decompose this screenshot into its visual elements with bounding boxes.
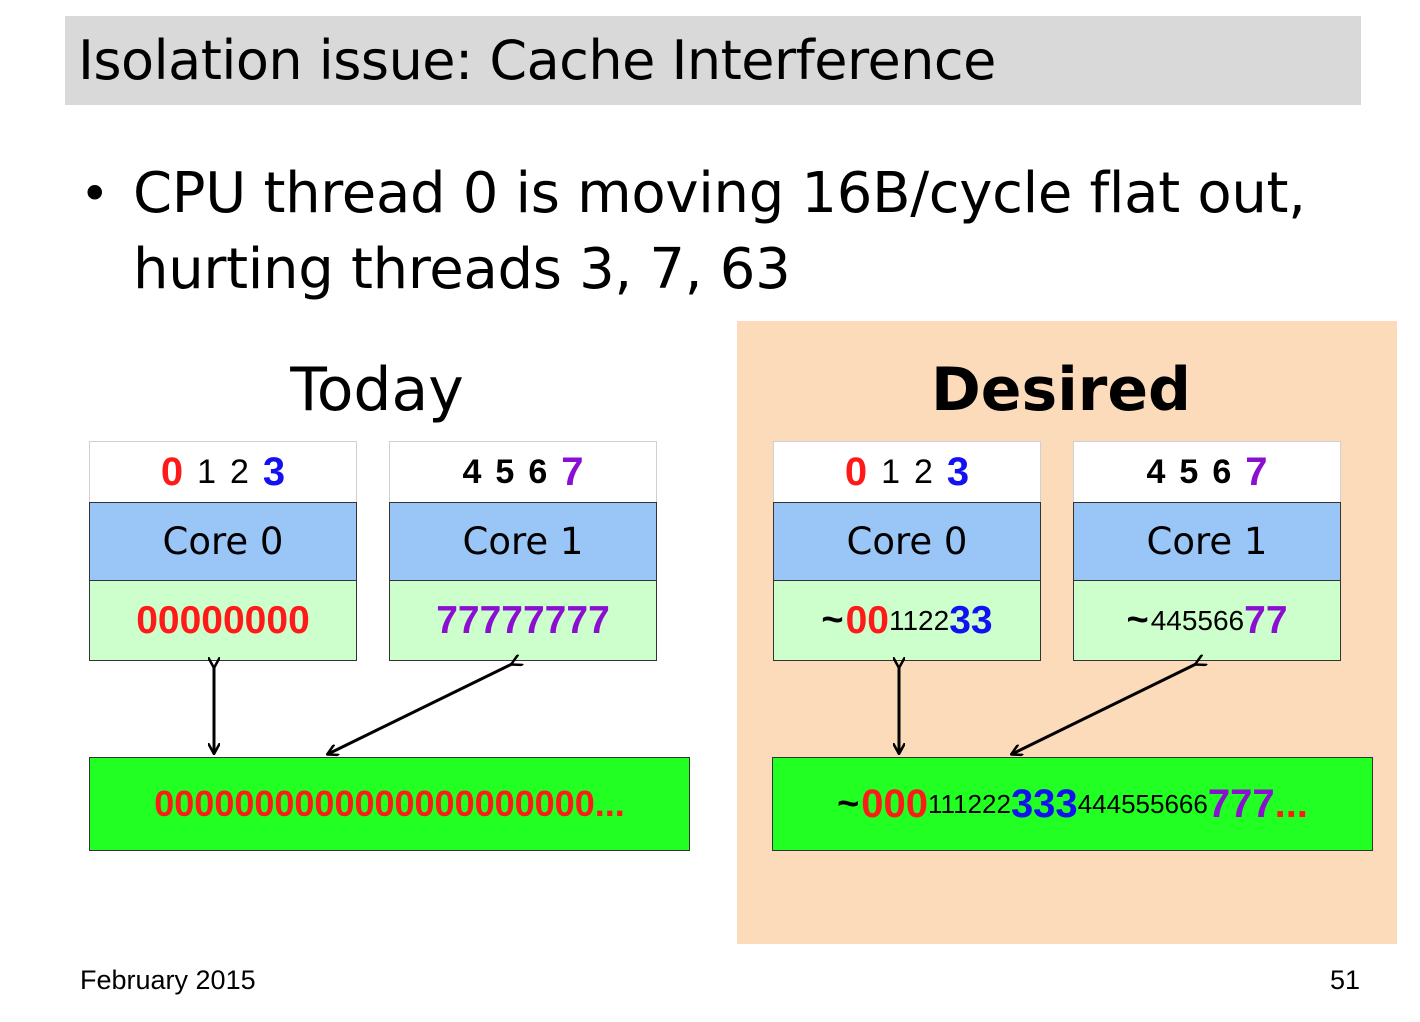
- today-shared-cache: 0000000000000000000000...: [89, 757, 690, 851]
- today-core1-to-shared-arrow: [328, 664, 512, 754]
- cache-thread0-lines: 00: [845, 598, 889, 642]
- thread-1-label: 1: [197, 452, 216, 491]
- footer-date: February 2015: [80, 965, 256, 995]
- thread-5-label: 5: [495, 452, 515, 491]
- shared-thread0-lines: 000: [861, 781, 929, 826]
- desired-heading: Desired: [930, 355, 1191, 425]
- desired-core0-label: Core 0: [773, 502, 1041, 581]
- shared-thread4-6-lines: 444555666: [1077, 788, 1208, 819]
- cache-tilde: ~: [1126, 599, 1149, 641]
- desired-core1-label: Core 1: [1073, 502, 1341, 581]
- desired-core0-threads: 0 1 2 3: [773, 441, 1041, 502]
- cache-thread4-6-lines: 445566: [1150, 604, 1245, 636]
- today-core1-card: 4 5 6 7 Core 1 77777777: [389, 441, 657, 661]
- cache-tilde: ~: [837, 782, 860, 825]
- desired-core1-to-shared-arrow: [1012, 664, 1196, 754]
- shared-thread3-lines: 333: [1010, 781, 1078, 826]
- today-core0-cache: 00000000: [89, 581, 357, 661]
- cache-thread1-2-lines: 1122: [888, 604, 950, 636]
- slide-title-bar: Isolation issue: Cache Interference: [65, 16, 1361, 105]
- desired-core1-threads: 4 5 6 7: [1073, 441, 1341, 502]
- shared-thread1-2-lines: 111222: [928, 788, 1011, 819]
- thread-3-label: 3: [946, 449, 970, 494]
- thread-7-label: 7: [561, 449, 584, 494]
- bullet-marker: •: [80, 165, 110, 223]
- thread-3-label: 3: [262, 449, 286, 494]
- thread-6-label: 6: [1212, 452, 1232, 491]
- thread-2-label: 2: [230, 452, 249, 491]
- shared-thread7-lines: 777: [1207, 781, 1275, 826]
- today-core0-cache-contents: 00000000: [136, 598, 310, 642]
- cache-tilde: ~: [821, 599, 844, 641]
- slide-title: Isolation issue: Cache Interference: [78, 29, 996, 92]
- today-core0-label: Core 0: [89, 502, 357, 581]
- thread-2-label: 2: [914, 452, 933, 491]
- today-core0-threads: 0 1 2 3: [89, 441, 357, 502]
- thread-6-label: 6: [528, 452, 548, 491]
- today-core1-cache-contents: 77777777: [436, 598, 610, 642]
- today-core1-threads: 4 5 6 7: [389, 441, 657, 502]
- today-core1-label: Core 1: [389, 502, 657, 581]
- shared-ellipsis: ...: [1274, 781, 1308, 826]
- thread-0-label: 0: [844, 449, 868, 494]
- thread-4-label: 4: [462, 452, 482, 491]
- today-core0-card: 0 1 2 3 Core 0 00000000: [89, 441, 357, 661]
- thread-5-label: 5: [1179, 452, 1199, 491]
- page-number: 51: [1329, 965, 1360, 995]
- cache-thread3-lines: 33: [949, 598, 993, 642]
- thread-7-label: 7: [1245, 449, 1268, 494]
- today-heading: Today: [290, 355, 464, 425]
- thread-1-label: 1: [881, 452, 900, 491]
- thread-0-label: 0: [160, 449, 184, 494]
- cache-thread7-lines: 77: [1244, 598, 1288, 642]
- today-shared-cache-contents: 0000000000000000000000...: [154, 783, 625, 824]
- thread-4-label: 4: [1146, 452, 1166, 491]
- today-core1-cache: 77777777: [389, 581, 657, 661]
- bullet-text: CPU thread 0 is moving 16B/cycle flat ou…: [133, 161, 1306, 302]
